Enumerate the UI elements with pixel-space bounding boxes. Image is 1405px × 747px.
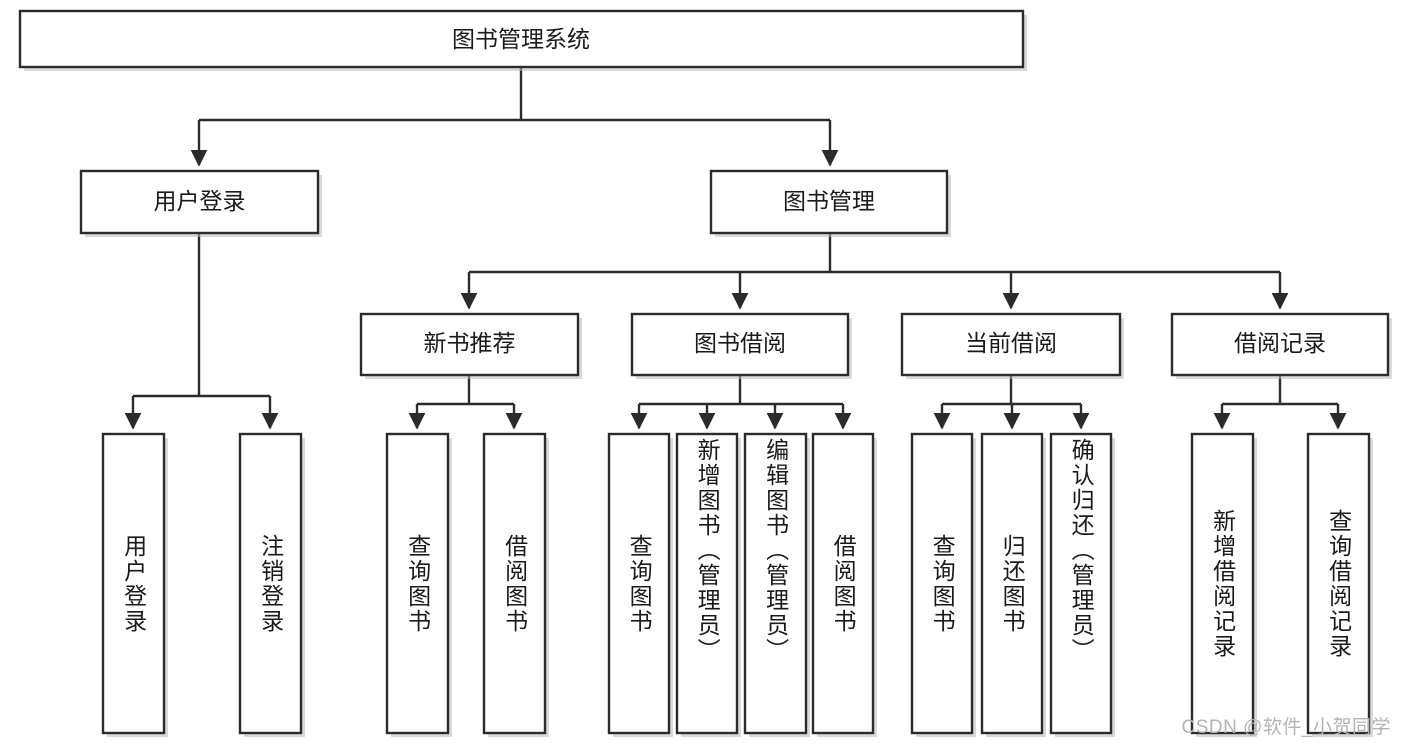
node-new-book-recommend-label: 新书推荐 xyxy=(424,330,516,356)
node-new-book-recommend[interactable]: 新书推荐 xyxy=(359,312,582,379)
node-book-management-label: 图书管理 xyxy=(783,188,875,214)
node-leaf-query-book-cur[interactable] xyxy=(910,432,976,737)
node-leaf-edit-book[interactable] xyxy=(743,432,810,737)
connector-group-book-management xyxy=(460,233,1289,310)
node-current-borrow[interactable]: 当前借阅 xyxy=(900,312,1124,379)
node-leaf-borrow-book-rec[interactable] xyxy=(482,432,549,737)
connector-group-book-borrow xyxy=(630,375,852,430)
node-leaf-add-book[interactable] xyxy=(675,432,741,737)
node-leaf-return-book[interactable] xyxy=(980,432,1046,737)
node-leaf-query-record[interactable] xyxy=(1306,432,1373,737)
node-leaf-user-login[interactable] xyxy=(101,432,168,737)
node-leaf-confirm-return[interactable] xyxy=(1049,432,1115,737)
connector-group-current-borrow xyxy=(933,375,1090,430)
connector-group-borrow-records xyxy=(1213,375,1347,430)
node-book-management[interactable]: 图书管理 xyxy=(709,169,951,237)
node-root-label: 图书管理系统 xyxy=(452,26,590,52)
node-leaf-borrow-book[interactable] xyxy=(811,432,877,737)
node-borrow-records[interactable]: 借阅记录 xyxy=(1170,312,1392,379)
node-book-borrow[interactable]: 图书借阅 xyxy=(630,312,852,379)
node-current-borrow-label: 当前借阅 xyxy=(965,330,1057,356)
connector-group-user-login xyxy=(124,233,279,430)
node-leaf-logout[interactable] xyxy=(238,432,305,737)
node-leaf-query-book-borrow[interactable] xyxy=(607,432,673,737)
connector-group-root xyxy=(190,67,839,167)
node-book-borrow-label: 图书借阅 xyxy=(694,330,786,356)
connector-group-new-book-recommend xyxy=(408,375,523,430)
node-root[interactable]: 图书管理系统 xyxy=(18,9,1027,71)
node-user-login-label: 用户登录 xyxy=(154,188,246,214)
node-leaf-query-book-rec[interactable] xyxy=(385,432,452,737)
watermark-text: CSDN @软件_小贺同学 xyxy=(1181,717,1391,738)
leaf-boxes xyxy=(101,432,1373,737)
node-leaf-add-record[interactable] xyxy=(1190,432,1257,737)
node-borrow-records-label: 借阅记录 xyxy=(1234,330,1326,356)
node-user-login[interactable]: 用户登录 xyxy=(79,169,322,237)
